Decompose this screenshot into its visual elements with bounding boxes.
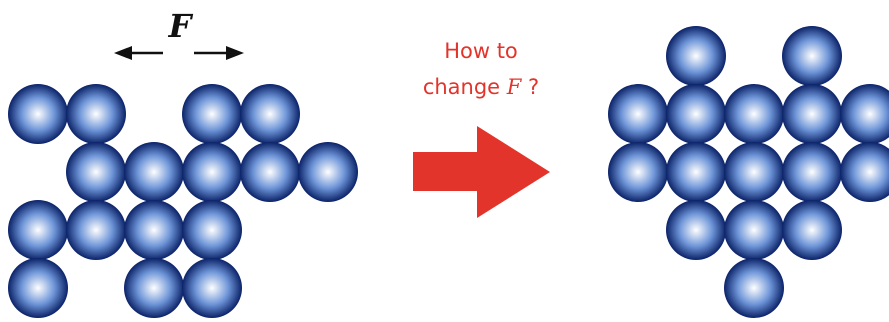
sphere [66, 142, 126, 202]
sphere [8, 84, 68, 144]
sphere [182, 200, 242, 260]
sphere [182, 84, 242, 144]
force-symbol: F [168, 7, 194, 45]
sphere [666, 26, 726, 86]
sphere [298, 142, 358, 202]
sphere [182, 142, 242, 202]
sphere [840, 84, 889, 144]
sphere [724, 258, 784, 318]
sphere [782, 26, 842, 86]
sphere [66, 84, 126, 144]
sphere [8, 200, 68, 260]
sphere [666, 142, 726, 202]
sphere [724, 142, 784, 202]
sphere [666, 200, 726, 260]
caption-line-2-prefix: change [423, 75, 507, 99]
sphere [782, 84, 842, 144]
force-arrow-right-head [226, 46, 244, 60]
caption-line-2-suffix: ? [521, 75, 539, 99]
sphere [240, 84, 300, 144]
cluster-before [8, 84, 358, 318]
caption-line-1: How to [444, 39, 518, 63]
sphere [124, 200, 184, 260]
sphere [66, 200, 126, 260]
sphere [8, 258, 68, 318]
caption-force-symbol: F [506, 75, 523, 99]
sphere [724, 200, 784, 260]
sphere [182, 258, 242, 318]
sphere [124, 142, 184, 202]
sphere [240, 142, 300, 202]
force-arrow [114, 46, 244, 60]
sphere [782, 142, 842, 202]
caption-line-2: change F ? [423, 75, 539, 99]
cluster-after [608, 26, 889, 318]
sphere [608, 84, 668, 144]
sphere [608, 142, 668, 202]
sphere [124, 258, 184, 318]
sphere [724, 84, 784, 144]
sphere [840, 142, 889, 202]
sphere [782, 200, 842, 260]
sphere [666, 84, 726, 144]
transformation-arrow [413, 126, 550, 218]
force-arrow-left-head [114, 46, 132, 60]
